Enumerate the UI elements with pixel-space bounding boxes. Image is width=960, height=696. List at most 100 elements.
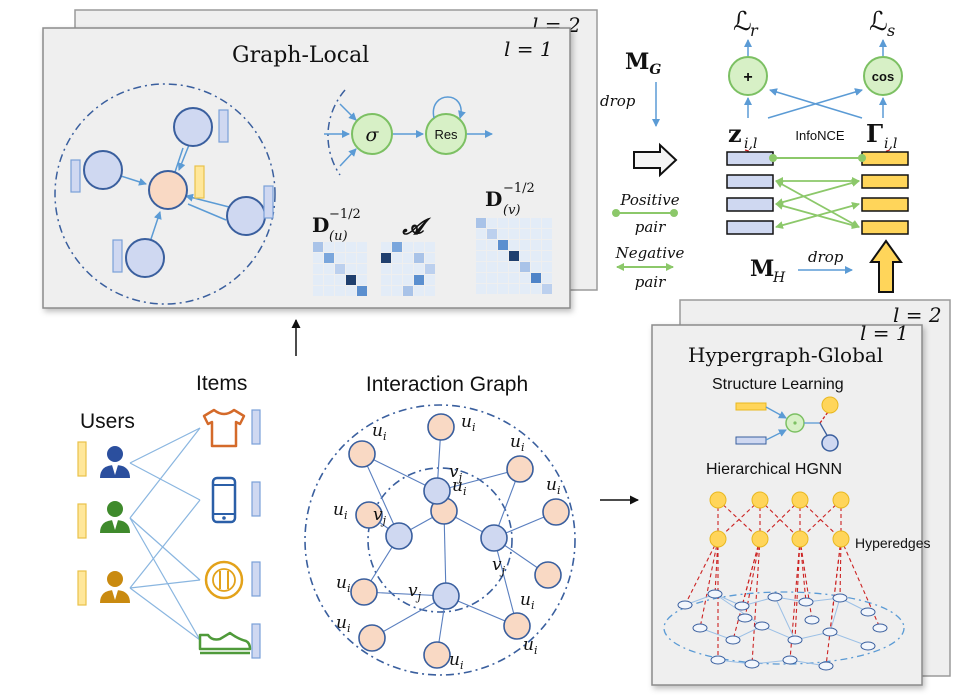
matrix-cell xyxy=(425,242,435,252)
matrix-cell xyxy=(381,242,391,252)
embedding-bar xyxy=(218,109,229,143)
loss-s-label: ℒ s xyxy=(869,7,895,40)
matrix-cell xyxy=(520,262,530,272)
base-node xyxy=(798,597,814,607)
negative-pair-links xyxy=(775,177,860,229)
drop-bottom-label: drop xyxy=(808,248,844,266)
user-node xyxy=(348,440,376,468)
matrix-cell xyxy=(392,253,402,263)
matrix-cell xyxy=(509,251,519,261)
svg-text:−1/2: −1/2 xyxy=(503,181,535,196)
embedding-bar xyxy=(70,159,81,193)
base-node xyxy=(754,621,770,631)
matrix-cell xyxy=(531,218,541,228)
item-embedding-bar xyxy=(251,561,261,597)
matrix-cell xyxy=(542,240,552,250)
adjacency-matrix xyxy=(381,242,435,296)
matrix-cell xyxy=(498,229,508,239)
svg-text:(u): (u) xyxy=(329,229,348,244)
user-node xyxy=(350,578,378,606)
plate-icon xyxy=(204,560,244,600)
base-node xyxy=(804,615,820,625)
matrix-cell xyxy=(520,273,530,283)
matrix-cell xyxy=(520,240,530,250)
matrix-cell xyxy=(403,275,413,285)
hyperedge-node xyxy=(791,491,809,509)
user-item-edges xyxy=(129,427,201,641)
matrix-cell xyxy=(425,264,435,274)
base-node xyxy=(782,655,798,665)
matrix-cell xyxy=(335,275,345,285)
node-label: ui xyxy=(546,475,560,497)
d-v-label: D −1/2 (v) xyxy=(485,181,535,218)
sigma-node xyxy=(351,113,393,155)
user-node xyxy=(358,624,386,652)
sl-yellow-bar xyxy=(735,402,767,411)
matrix-cell xyxy=(381,275,391,285)
interaction-edge xyxy=(436,468,521,492)
matrix-cell xyxy=(414,242,424,252)
hypergraph-title: Hypergraph-Global xyxy=(688,343,883,367)
svg-text:i,l: i,l xyxy=(744,136,757,152)
shoe-icon xyxy=(198,631,252,655)
matrix-cell xyxy=(498,284,508,294)
z-bar xyxy=(726,174,774,189)
node-label: ui xyxy=(333,500,347,522)
hyperedge-link xyxy=(839,538,842,599)
fat-right-arrow xyxy=(633,142,678,178)
sl-hyperedge-node xyxy=(821,396,839,414)
z-bar xyxy=(726,220,774,235)
base-edge xyxy=(829,597,841,633)
center-node xyxy=(148,170,188,210)
node-label: ui xyxy=(510,432,524,454)
user-node xyxy=(427,413,455,441)
user-icon xyxy=(100,446,130,478)
hyperedge-link xyxy=(794,538,801,641)
node-label: ui xyxy=(461,412,475,434)
matrix-cell xyxy=(498,262,508,272)
sl-node xyxy=(821,434,839,452)
item-node xyxy=(480,524,508,552)
node-label: ui xyxy=(372,421,386,443)
matrix-cell xyxy=(487,251,497,261)
matrix-cell xyxy=(476,229,486,239)
matrix-cell xyxy=(531,229,541,239)
interaction-edge xyxy=(361,453,400,537)
hyperedges-label: Hyperedges xyxy=(855,535,931,551)
matrix-cell xyxy=(357,253,367,263)
z-label: z i,l xyxy=(728,119,757,152)
interaction-edge xyxy=(443,510,447,597)
matrix-cell xyxy=(542,273,552,283)
matrix-cell xyxy=(346,286,356,296)
infonce-label: InfoNCE xyxy=(795,128,844,143)
matrix-cell xyxy=(392,264,402,274)
matrix-cell xyxy=(476,218,486,228)
matrix-cell xyxy=(392,275,402,285)
user-embedding-bar xyxy=(77,441,87,477)
user-node xyxy=(542,498,570,526)
matrix-cell xyxy=(509,273,519,283)
drop-top-label: drop xyxy=(600,92,636,110)
node-label: ui xyxy=(336,573,350,595)
matrix-cell xyxy=(476,284,486,294)
matrix-cell xyxy=(520,251,530,261)
matrix-cell xyxy=(476,240,486,250)
plus-label: + xyxy=(743,69,752,86)
matrix-cell xyxy=(335,264,345,274)
layer-1-label: l = 1 xyxy=(504,37,553,61)
matrix-cell xyxy=(324,242,334,252)
svg-text:D: D xyxy=(312,213,329,237)
svg-text:M: M xyxy=(750,256,774,282)
node-label: ui xyxy=(520,590,534,612)
matrix-cell xyxy=(487,273,497,283)
svg-text:Γ: Γ xyxy=(866,119,883,148)
hyperedge-link xyxy=(717,499,761,540)
matrix-cell xyxy=(335,286,345,296)
negative-label: Negative xyxy=(615,244,685,262)
matrix-cell xyxy=(509,262,519,272)
hypergraph-nodes xyxy=(677,491,888,671)
hyper-base-ellipse xyxy=(663,591,905,665)
shirt-icon xyxy=(202,408,246,448)
matrix-cell xyxy=(487,229,497,239)
positive-pair-label: pair xyxy=(635,218,666,236)
